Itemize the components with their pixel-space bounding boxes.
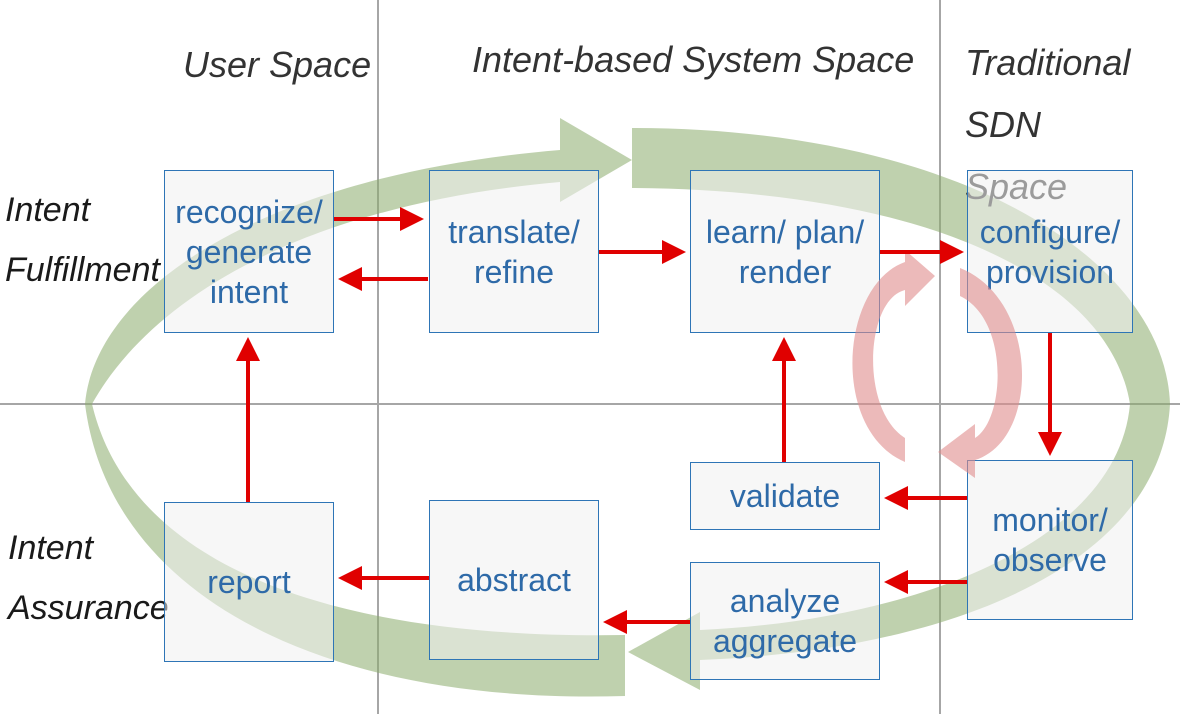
header-user-space: User Space xyxy=(183,44,372,85)
row-label-assurance: Intent Assurance xyxy=(8,529,169,627)
header-intent-space: Intent-based System Space xyxy=(472,39,915,80)
inner-loop-arrow xyxy=(852,250,1023,478)
box-report: report xyxy=(164,502,334,662)
flow-arrows xyxy=(236,207,1062,634)
box-recognize-generate-intent: recognize/ generate intent xyxy=(164,170,334,333)
box-learn-plan-render: learn/ plan/ render xyxy=(690,170,880,333)
box-translate-refine: translate/ refine xyxy=(429,170,599,333)
box-abstract: abstract xyxy=(429,500,599,660)
box-validate: validate xyxy=(690,462,880,530)
row-label-fulfillment: Intent Fulfillment xyxy=(5,191,160,289)
box-analyze-aggregate: analyze aggregate xyxy=(690,562,880,680)
box-monitor-observe: monitor/ observe xyxy=(967,460,1133,620)
